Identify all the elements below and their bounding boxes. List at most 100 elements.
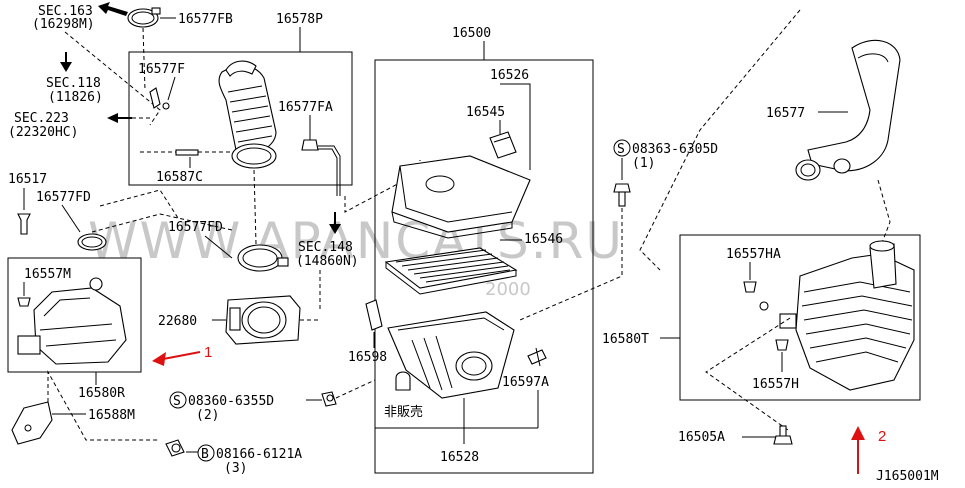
label-16557m[interactable]: 16557M <box>24 267 71 282</box>
label-08363[interactable]: 08363-6305D <box>632 142 718 157</box>
guide-16577-top <box>639 9 801 271</box>
part-16557ha[interactable] <box>743 281 769 311</box>
arrow-sec118-icon <box>60 52 72 72</box>
hose-16577fa <box>318 145 341 196</box>
leader-16577f <box>167 76 176 101</box>
part-16545[interactable] <box>489 131 517 159</box>
label-08166-qty: (3) <box>224 461 247 476</box>
label-16588m[interactable]: 16588M <box>88 408 135 423</box>
part-16577[interactable] <box>795 39 901 181</box>
part-16517[interactable] <box>17 213 31 235</box>
bolt-08166[interactable] <box>165 439 185 457</box>
arrow-sec148-icon <box>329 212 341 234</box>
label-16577fa[interactable]: 16577FA <box>278 100 333 115</box>
guide-16557h <box>705 317 791 431</box>
label-08360-qty: (2) <box>196 408 219 423</box>
label-16577fd-b[interactable]: 16577FD <box>168 220 223 235</box>
label-sec118[interactable]: SEC.118 <box>46 76 101 91</box>
guide-16577 <box>877 179 891 249</box>
hose-16578p[interactable] <box>218 60 277 169</box>
drawing-number: J165001M <box>876 469 939 483</box>
arrow-sec163-icon <box>98 2 128 16</box>
label-sec118-sub: (11826) <box>48 90 103 105</box>
label-16577f[interactable]: 16577F <box>138 62 185 77</box>
annotation-label-1: 1 <box>204 344 212 361</box>
label-16505a[interactable]: 16505A <box>678 430 725 445</box>
leader-grommet <box>374 380 538 429</box>
label-sec163-sub: (16298M) <box>32 17 95 32</box>
watermark-text: WWW.APANCATS.RU <box>88 212 624 270</box>
symbol-b: B <box>201 447 209 462</box>
leader-16577fd-a <box>61 204 81 233</box>
guide-hose-throttle <box>253 169 257 245</box>
label-16546[interactable]: 16546 <box>524 232 563 247</box>
symbol-s-1: S <box>173 394 181 409</box>
symbol-s-icon-1 <box>169 391 187 409</box>
part-16505a[interactable] <box>773 425 793 445</box>
label-sec148[interactable]: SEC.148 <box>298 240 353 255</box>
part-16588m[interactable] <box>11 401 53 445</box>
part-16580r[interactable] <box>17 277 127 365</box>
clamp-16577fb-screw <box>151 7 161 15</box>
part-grommet[interactable] <box>395 371 411 391</box>
label-16597a[interactable]: 16597A <box>502 375 549 390</box>
part-16526[interactable] <box>391 155 531 239</box>
part-16597a[interactable] <box>527 347 547 367</box>
bolt-08360[interactable] <box>321 391 337 407</box>
frame-16580t <box>679 234 921 401</box>
label-08363-qty: (1) <box>632 156 655 171</box>
label-16580r[interactable]: 16580R <box>78 386 125 401</box>
label-16528[interactable]: 16528 <box>440 450 479 465</box>
label-16500[interactable]: 16500 <box>452 26 491 41</box>
label-22680[interactable]: 22680 <box>158 314 197 329</box>
label-sec223[interactable]: SEC.223 <box>14 111 69 126</box>
label-16526[interactable]: 16526 <box>490 68 529 83</box>
annotation-label-2: 2 <box>878 428 886 445</box>
label-16577[interactable]: 16577 <box>766 106 805 121</box>
clamp-16577fb-inner <box>131 11 155 25</box>
label-16577fb[interactable]: 16577FB <box>178 12 233 27</box>
guide-16577fd <box>99 189 179 219</box>
label-not-for-sale: 非販売 <box>384 404 423 420</box>
part-16546[interactable] <box>384 247 518 295</box>
guide-sec163 <box>64 31 161 126</box>
guide-08363 <box>519 208 623 321</box>
label-16598[interactable]: 16598 <box>348 350 387 365</box>
arrow-sec223-icon <box>107 113 132 123</box>
part-16577f-bolt <box>162 102 170 110</box>
watermark-year: 2000 <box>485 279 531 300</box>
leader-16526 <box>500 83 531 170</box>
label-16587c[interactable]: 16587C <box>156 170 203 185</box>
label-16578p[interactable]: 16578P <box>276 12 323 27</box>
label-16557h[interactable]: 16557H <box>752 377 799 392</box>
symbol-s-icon-2 <box>613 139 631 157</box>
part-22680[interactable] <box>225 295 301 345</box>
annotation-arrow-2 <box>851 426 865 474</box>
part-16587c[interactable] <box>175 149 199 156</box>
label-08360[interactable]: 08360-6355D <box>188 394 274 409</box>
label-sec163[interactable]: SEC.163 <box>38 4 93 19</box>
part-16557h[interactable] <box>775 339 789 351</box>
label-16545[interactable]: 16545 <box>466 105 505 120</box>
part-16528[interactable] <box>387 311 515 399</box>
symbol-b-icon <box>197 444 215 462</box>
guide-16588m <box>47 370 160 441</box>
label-08166[interactable]: 08166-6121A <box>216 447 302 462</box>
label-sec148-sub: (14860N) <box>296 254 359 269</box>
part-16557m[interactable] <box>17 297 31 307</box>
label-16577fd-a[interactable]: 16577FD <box>36 190 91 205</box>
bolt-08363[interactable] <box>613 183 631 207</box>
symbol-s-2: S <box>617 142 625 157</box>
guide-clamp <box>142 27 146 91</box>
part-16598[interactable] <box>365 299 383 331</box>
leader-16577fd-b <box>204 235 233 259</box>
frame-16580r <box>7 257 142 373</box>
part-16580t[interactable] <box>779 240 915 391</box>
label-16517[interactable]: 16517 <box>8 172 47 187</box>
part-16577f[interactable] <box>149 87 161 109</box>
label-16557ha[interactable]: 16557HA <box>726 247 781 262</box>
part-16577fa[interactable] <box>301 139 319 151</box>
label-16580t[interactable]: 16580T <box>602 332 649 347</box>
